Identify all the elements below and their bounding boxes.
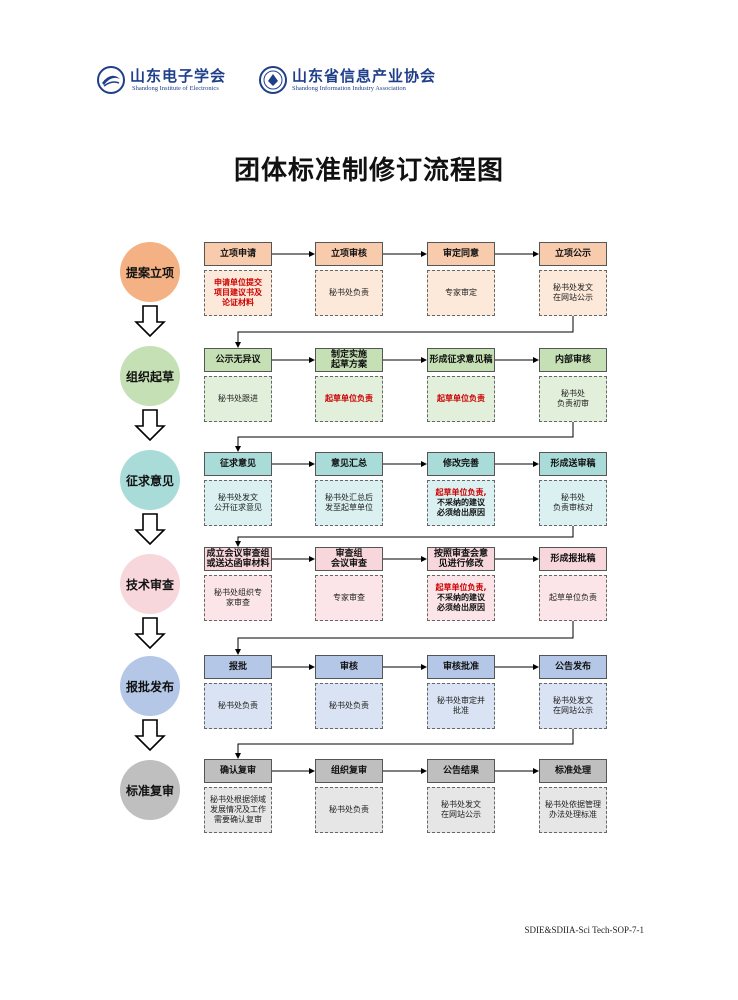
stage-circle: 报批发布	[120, 656, 180, 716]
step-note-box: 专家审定	[427, 270, 495, 316]
step-title-box: 形成报批稿	[539, 547, 607, 571]
step-title-box: 意见汇总	[315, 452, 383, 476]
logo2-en: Shandong Information Industry Associatio…	[292, 85, 406, 92]
step-title-box: 形成征求意见稿	[427, 348, 495, 372]
step-title-box: 确认复审	[204, 759, 272, 783]
step-title-box: 公告结果	[427, 759, 495, 783]
logo1-en: Shandong Institute of Electronics	[132, 85, 219, 92]
sdiia-logo-icon	[259, 66, 287, 94]
step-note-box: 秘书处负责审核对	[539, 480, 607, 526]
step-title-box: 立项公示	[539, 242, 607, 266]
stage-circle: 技术审查	[120, 554, 180, 614]
note-emphasis: 起草单位负责,	[435, 488, 487, 497]
step-title-box: 征求意见	[204, 452, 272, 476]
logo-sdie: 山东电子学会 Shandong Institute of Electronics	[96, 64, 246, 96]
stage-circle: 组织起草	[120, 346, 180, 406]
step-title-box: 按照审查会意见进行修改	[427, 547, 495, 571]
step-note-box: 秘书处发文公开征求意见	[204, 480, 272, 526]
step-title-box: 修改完善	[427, 452, 495, 476]
step-note-box: 申请单位提交项目建议书及论证材料	[204, 270, 272, 316]
step-note-box: 起草单位负责	[427, 376, 495, 422]
step-note-box: 秘书处跟进	[204, 376, 272, 422]
document-code: SDIE&SDIIA-Sci Tech-SOP-7-1	[524, 925, 644, 935]
stage-circle: 标准复审	[120, 760, 180, 820]
sdie-logo-icon	[97, 66, 125, 94]
down-arrow-icon	[134, 719, 166, 752]
step-note-box: 起草单位负责,不采纳的建议必须给出原因	[427, 575, 495, 621]
down-arrow-icon	[134, 409, 166, 442]
step-title-box: 成立会议审查组或送达函审材料	[204, 547, 272, 571]
step-note-box: 起草单位负责	[315, 376, 383, 422]
step-title-box: 报批	[204, 655, 272, 679]
step-note-box: 秘书处审定并批准	[427, 683, 495, 729]
step-title-box: 内部审核	[539, 348, 607, 372]
step-note-box: 秘书处发文在网站公示	[539, 270, 607, 316]
step-note-box: 秘书处汇总后发至起草单位	[315, 480, 383, 526]
step-title-box: 立项审核	[315, 242, 383, 266]
step-note-box: 秘书处负责	[315, 683, 383, 729]
logo2-cn: 山东省信息产业协会	[292, 67, 437, 85]
step-note-box: 秘书处负责初审	[539, 376, 607, 422]
logo-sdiia: 山东省信息产业协会 Shandong Information Industry …	[258, 64, 458, 96]
row-connector-arrow	[235, 621, 574, 655]
row-connector-arrow	[235, 526, 574, 547]
down-arrow-icon	[134, 513, 166, 546]
step-title-box: 制定实施起草方案	[315, 348, 383, 372]
step-note-box: 秘书处组织专家审查	[204, 575, 272, 621]
step-note-box: 起草单位负责,不采纳的建议必须给出原因	[427, 480, 495, 526]
step-title-box: 审核	[315, 655, 383, 679]
page-title: 团体标准制修订流程图	[233, 156, 504, 186]
logo1-cn: 山东电子学会	[130, 67, 227, 85]
step-note-box: 起草单位负责	[539, 575, 607, 621]
down-arrow-icon	[134, 305, 166, 338]
step-title-box: 审查组会议审查	[315, 547, 383, 571]
row-connector-arrow	[235, 729, 574, 759]
step-note-box: 秘书处负责	[315, 787, 383, 833]
step-note-box: 秘书处发文在网站公示	[539, 683, 607, 729]
row-connector-arrow	[235, 316, 574, 348]
step-title-box: 组织复审	[315, 759, 383, 783]
step-note-box: 秘书处依据管理办法处理标准	[539, 787, 607, 833]
step-note-box: 秘书处负责	[204, 683, 272, 729]
step-note-box: 专家审查	[315, 575, 383, 621]
step-title-box: 立项申请	[204, 242, 272, 266]
step-title-box: 审核批准	[427, 655, 495, 679]
step-note-box: 秘书处根据领域发展情况及工作需要确认复审	[204, 787, 272, 833]
step-title-box: 形成送审稿	[539, 452, 607, 476]
stage-circle: 提案立项	[120, 242, 180, 302]
row-connector-arrow	[235, 422, 574, 452]
note-emphasis: 起草单位负责,	[435, 583, 487, 592]
step-title-box: 标准处理	[539, 759, 607, 783]
step-title-box: 公示无异议	[204, 348, 272, 372]
step-title-box: 公告发布	[539, 655, 607, 679]
stage-circle: 征求意见	[120, 450, 180, 510]
step-note-box: 秘书处发文在网站公示	[427, 787, 495, 833]
down-arrow-icon	[134, 617, 166, 650]
step-note-box: 秘书处负责	[315, 270, 383, 316]
step-title-box: 审定同意	[427, 242, 495, 266]
